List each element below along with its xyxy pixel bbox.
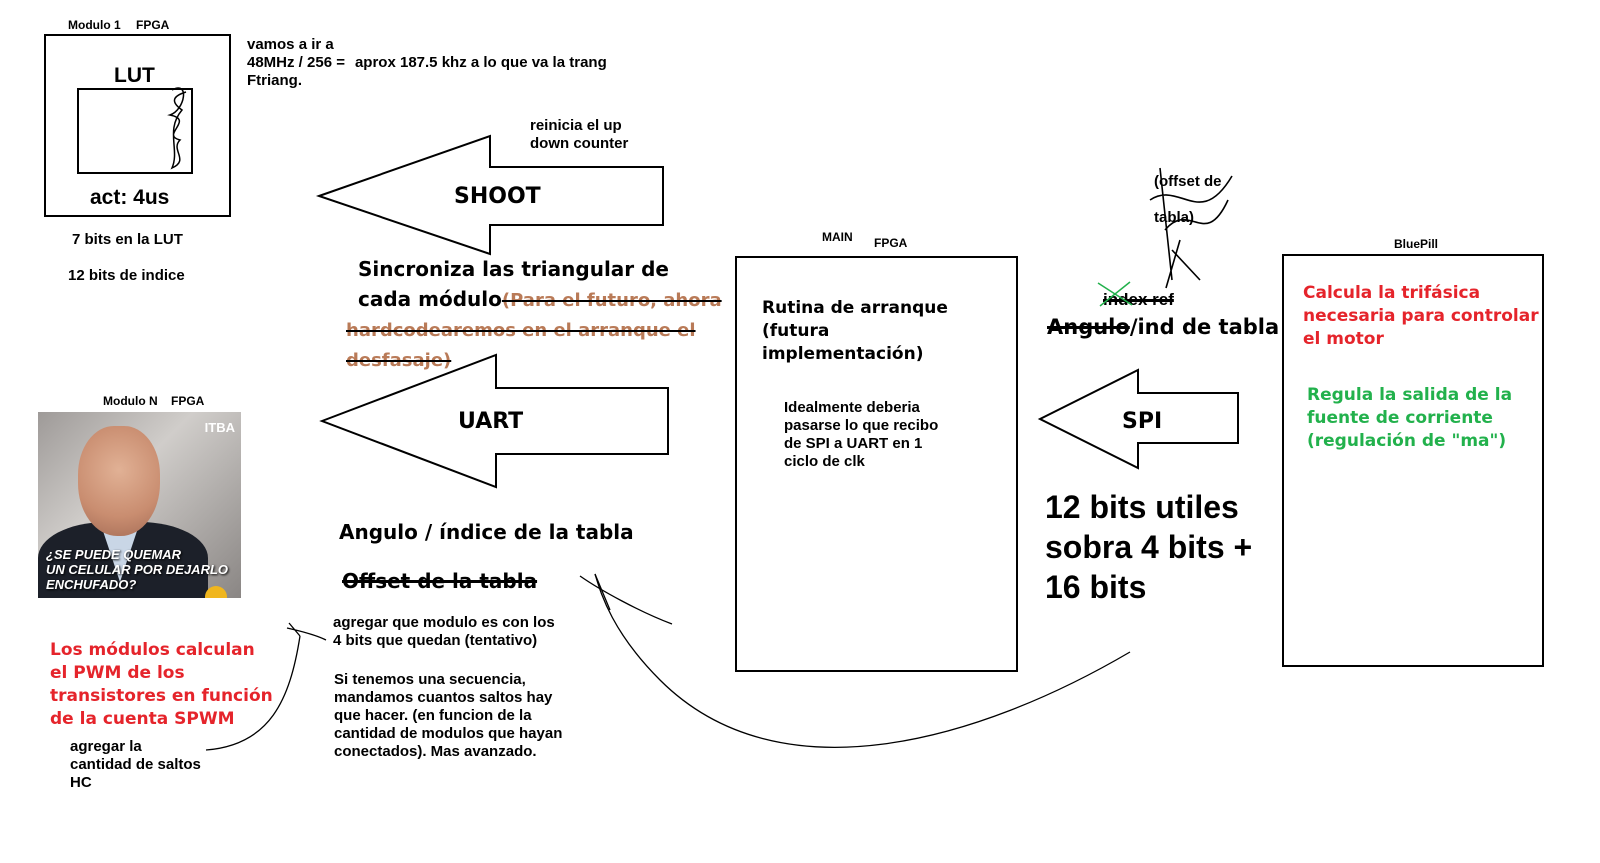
modulo1-title: Modulo 1 FPGA [68,18,170,32]
curved-arrow-head [579,573,673,625]
uart-payload-angle: Angulo / índice de la tabla [339,520,634,544]
lut-bits-note: 7 bits en la LUT [72,231,183,248]
main-box: Rutina de arranque (futura implementació… [735,256,1018,672]
lut-label: LUT [114,64,155,87]
bluepill-trifasica-note: Calcula la trifásica necesaria para cont… [1303,283,1539,349]
act-label: act: 4us [90,186,170,209]
spi-label: SPI [1122,409,1163,434]
sync-note: Sincroniza las triangular de cada módulo… [346,257,722,371]
spi-payload: Angulo/ind de tabla [1047,315,1280,339]
modulo1-box: LUT act: 4us [44,34,231,217]
uart-sequence-note: Si tenemos una secuencia, mandamos cuant… [334,671,563,760]
photo-caption: ¿SE PUEDE QUEMAR UN CELULAR POR DEJARLO … [46,547,229,592]
bluepill-regula-note: Regula la salida de la fuente de corrien… [1307,385,1513,451]
main-tag: FPGA [874,236,908,250]
spi-struck-text: index ref [1103,290,1174,309]
moduloN-title: Modulo N FPGA [103,394,205,408]
index-bits-note: 12 bits de indice [68,267,185,284]
uart-add-note: agregar que modulo es con los 4 bits que… [333,614,555,649]
shoot-label: SHOOT [454,184,541,209]
bluepill-box: Calcula la trifásica necesaria para cont… [1282,254,1544,667]
jumps-note: agregar la cantidad de saltos HC [70,738,201,791]
emoji-icon [205,586,227,598]
pwm-note: Los módulos calculan el PWM de los trans… [50,640,273,729]
moduloN-photo: ITBA ¿SE PUEDE QUEMAR UN CELULAR POR DEJ… [38,412,241,598]
uart-payload-offset: Offset de la tabla [342,569,538,593]
shoot-note: reinicia el up down counter [530,117,629,152]
curved-arrow-jumps-head [286,622,327,641]
spi-bits-note: 12 bits utiles sobra 4 bits + 16 bits [1045,489,1253,605]
clock-note: vamos a ir a 48MHz / 256 =aprox 187.5 kh… [247,36,607,89]
spi-scribbled-note: (offset de . tabla) [1154,173,1222,226]
itba-logo: ITBA [204,420,235,435]
main-routine-note: Rutina de arranque (futura implementació… [762,298,948,364]
uart-label: UART [458,409,524,434]
bluepill-title: BluePill [1394,237,1439,251]
main-ideal-note: Idealmente deberia pasarse lo que recibo… [784,399,939,470]
lut-box [77,88,193,174]
main-title: MAIN [822,230,853,244]
